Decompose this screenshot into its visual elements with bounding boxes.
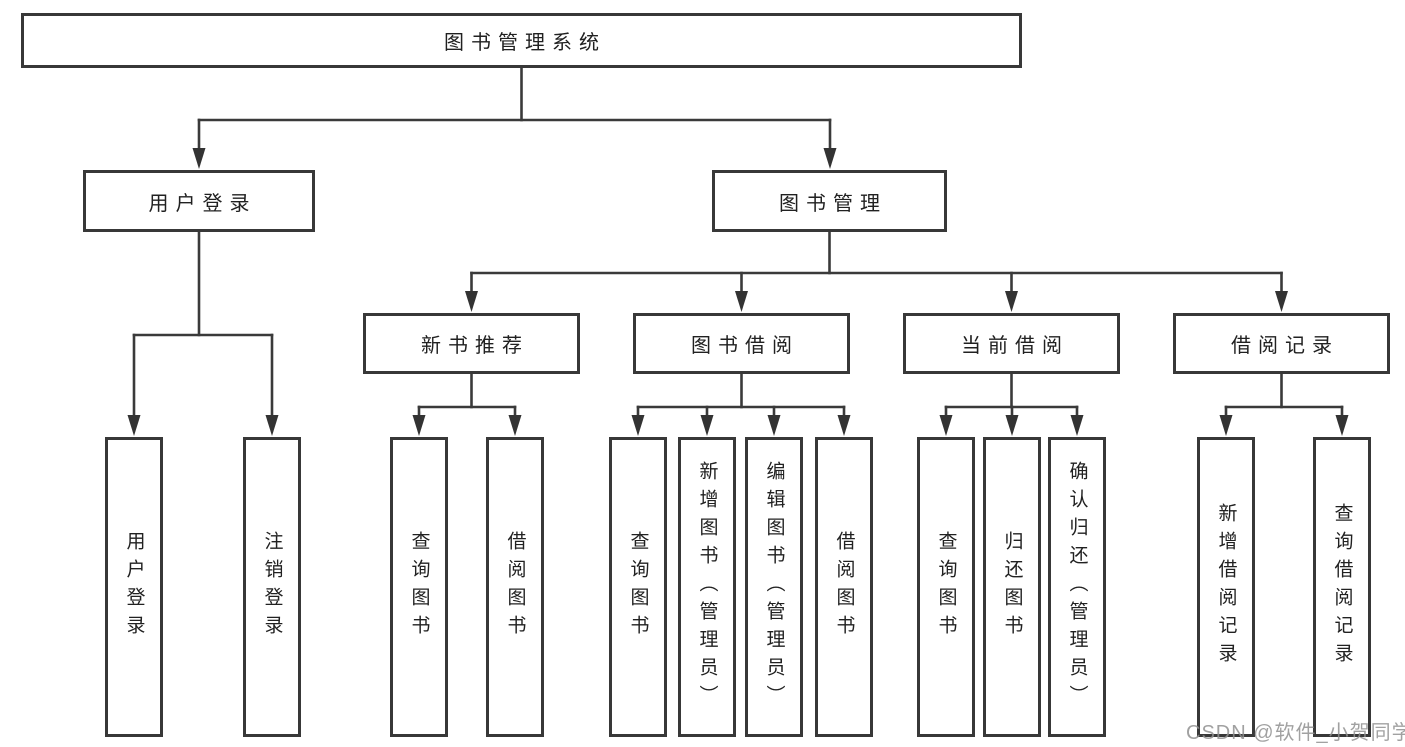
leaf-return-books: 归还图书 — [983, 437, 1041, 737]
node-label: 新增借阅记录 — [1215, 503, 1237, 671]
node-label: 查询图书 — [935, 531, 957, 643]
leaf-query-books-borrowing: 查询图书 — [609, 437, 667, 737]
node-label: 用户登录 — [148, 192, 257, 215]
node-label: 查询图书 — [408, 531, 430, 643]
leaf-query-books-recommend: 查询图书 — [390, 437, 448, 737]
csdn-watermark: CSDN @软件_小贺同学 — [1186, 722, 1405, 744]
node-new-book-recommendation: 新书推荐 — [363, 313, 580, 374]
node-label: 图书管理系统 — [444, 32, 606, 54]
node-label: 查询借阅记录 — [1331, 503, 1353, 671]
node-label: 图书管理 — [779, 192, 887, 215]
node-label: 借阅图书 — [833, 531, 855, 643]
leaf-borrow-books-borrowing: 借阅图书 — [815, 437, 873, 737]
node-label: 用户登录 — [123, 531, 145, 643]
leaf-user-login: 用户登录 — [105, 437, 163, 737]
node-label: 注销登录 — [261, 531, 283, 643]
node-book-management: 图书管理 — [712, 170, 947, 232]
node-book-borrowing: 图书借阅 — [633, 313, 850, 374]
node-label: 借阅记录 — [1231, 335, 1339, 357]
leaf-query-borrow-record: 查询借阅记录 — [1313, 437, 1371, 737]
leaf-borrow-books-recommend: 借阅图书 — [486, 437, 544, 737]
node-user-login: 用户登录 — [83, 170, 315, 232]
leaf-logout: 注销登录 — [243, 437, 301, 737]
node-label: 当前借阅 — [961, 335, 1069, 357]
leaf-query-books-current: 查询图书 — [917, 437, 975, 737]
node-label: 编辑图书（管理员） — [763, 461, 785, 713]
node-label: 借阅图书 — [504, 531, 526, 643]
leaf-confirm-return-admin: 确认归还（管理员） — [1048, 437, 1106, 737]
leaf-add-book-admin: 新增图书（管理员） — [678, 437, 736, 737]
node-label: 归还图书 — [1001, 531, 1023, 643]
node-label: 图书借阅 — [691, 335, 799, 357]
node-borrowing-records: 借阅记录 — [1173, 313, 1390, 374]
node-library-management-system: 图书管理系统 — [21, 13, 1022, 68]
node-label: 新增图书（管理员） — [696, 461, 718, 713]
node-current-borrowing: 当前借阅 — [903, 313, 1120, 374]
node-label: 查询图书 — [627, 531, 649, 643]
leaf-add-borrow-record: 新增借阅记录 — [1197, 437, 1255, 737]
node-label: 确认归还（管理员） — [1066, 461, 1088, 713]
leaf-edit-book-admin: 编辑图书（管理员） — [745, 437, 803, 737]
node-label: 新书推荐 — [421, 335, 529, 357]
